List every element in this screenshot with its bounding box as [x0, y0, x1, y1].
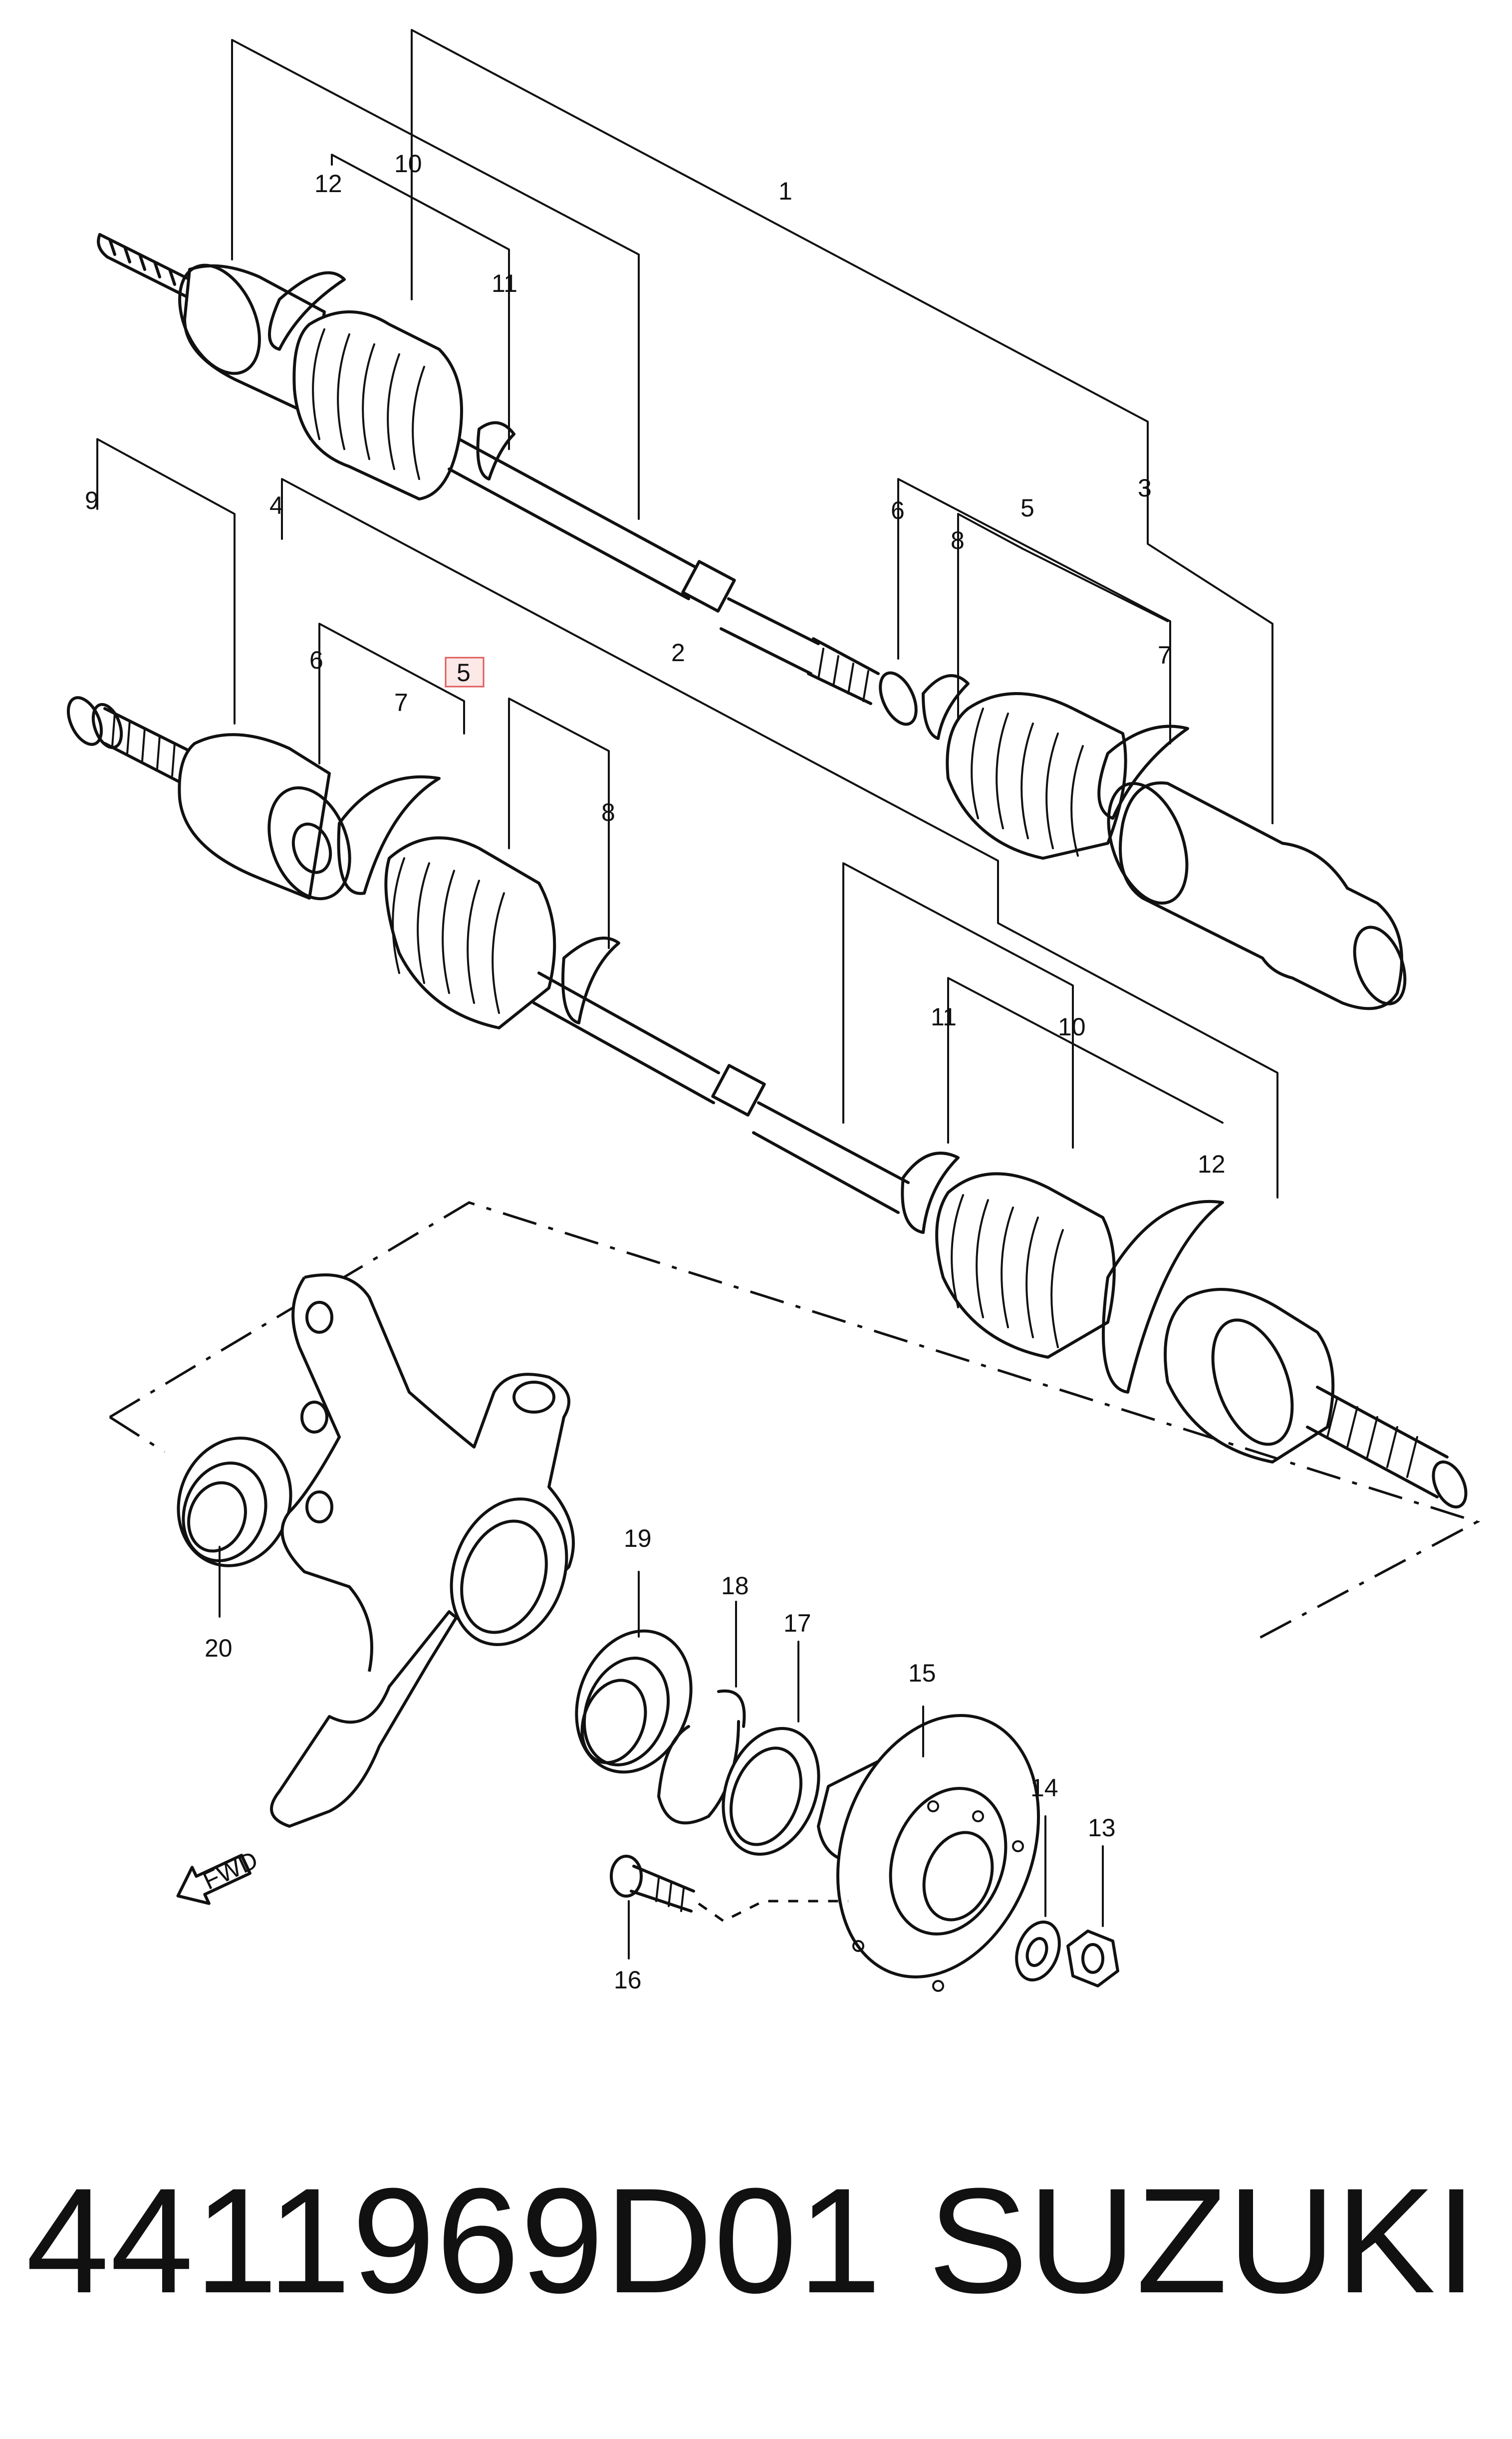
part-number: 4411969D01: [26, 2157, 882, 2324]
callout-5b: 5: [1020, 494, 1034, 522]
callout-6b: 6: [309, 646, 323, 674]
exploded-parts-diagram: FWD 1 2 3 4 5 5 6 6 7 7 8 8 9 10 10 11 1…: [66, 29, 1481, 1994]
callout-18: 18: [721, 1572, 749, 1600]
callout-17: 17: [783, 1609, 811, 1637]
callout-6a: 6: [891, 496, 905, 524]
callout-labels: 1 2 3 4 5 5 6 6 7 7 8 8 9 10 10 11 11 12…: [85, 150, 1226, 1994]
callout-1: 1: [778, 177, 792, 205]
callout-10a: 10: [394, 150, 422, 178]
callout-12b: 12: [1198, 1150, 1226, 1178]
callout-11a: 11: [492, 269, 517, 297]
callout-13: 13: [1088, 1814, 1116, 1842]
callout-8a: 8: [951, 526, 965, 554]
callout-4: 4: [269, 491, 283, 519]
brand-name: SUZUKI: [928, 2157, 1477, 2324]
callout-10b: 10: [1058, 1013, 1086, 1041]
callout-8b: 8: [601, 798, 615, 826]
lower-driveshaft-assembly: [66, 438, 1468, 1509]
callout-15: 15: [908, 1659, 936, 1687]
callout-20: 20: [205, 1634, 233, 1662]
callout-5: 5: [457, 659, 471, 687]
upper-driveshaft-assembly: [97, 29, 1407, 1010]
callout-2: 2: [671, 639, 685, 667]
callout-5-highlight: [445, 657, 485, 688]
footer: 4411969D01 SUZUKI: [0, 2136, 1512, 2345]
fwd-label: FWD: [199, 1846, 262, 1895]
callout-16: 16: [614, 1966, 642, 1994]
callout-14: 14: [1030, 1774, 1058, 1802]
knuckle-hub-assembly: [109, 1201, 1481, 1992]
callout-7b: 7: [394, 689, 408, 717]
fwd-arrow-icon: FWD: [176, 1846, 262, 1905]
callout-11b: 11: [931, 1003, 957, 1031]
callout-19: 19: [624, 1524, 652, 1552]
callout-12a: 12: [314, 170, 342, 198]
callout-3: 3: [1138, 474, 1152, 502]
callout-9: 9: [85, 487, 99, 514]
callout-7a: 7: [1158, 641, 1172, 669]
